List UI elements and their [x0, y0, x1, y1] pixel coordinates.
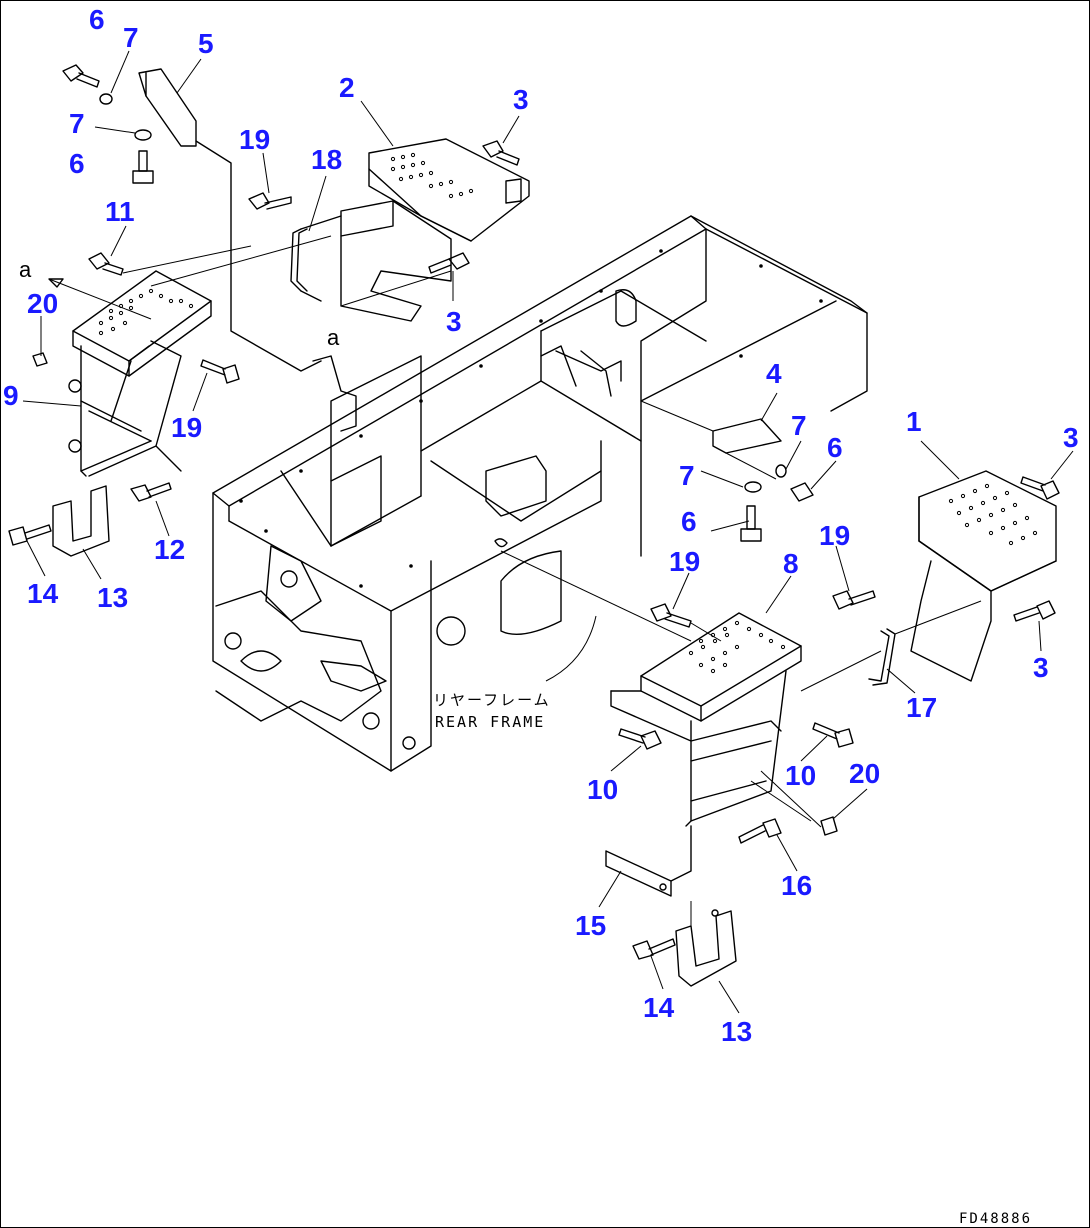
callout-13-left: 13 [97, 582, 128, 613]
part-15-stay [605, 825, 692, 897]
rear-frame [212, 215, 868, 772]
callout-3-top: 3 [513, 84, 529, 115]
part-10-bolt-right [812, 722, 854, 748]
part-9-hole-pattern [98, 288, 194, 336]
callout-2: 2 [339, 72, 355, 103]
part-1-step [910, 470, 1057, 682]
callout-labels: 6 7 5 7 6 2 3 19 18 11 20 9 19 3 12 14 1… [3, 4, 1079, 1047]
callout-19-right: 19 [819, 520, 850, 551]
callout-7-top: 7 [123, 22, 139, 53]
part-2-step [340, 138, 530, 322]
part-12-bolt [130, 482, 172, 502]
callout-3-right-top: 3 [1063, 422, 1079, 453]
callout-7-mid: 7 [69, 108, 85, 139]
callout-7-center-top: 7 [791, 410, 807, 441]
part-4-bracket [640, 400, 782, 480]
callout-13-right: 13 [721, 1016, 752, 1047]
callout-18: 18 [311, 144, 342, 175]
part-14-bolt-right [632, 938, 676, 960]
part-7-washer-center [744, 464, 787, 493]
part-11-bolt [88, 245, 252, 276]
part-18-handrail [290, 215, 342, 302]
callout-10-right: 10 [785, 760, 816, 791]
part-2-hole-pattern [390, 152, 474, 199]
part-13-bracket-right [675, 901, 737, 987]
part-20-nut-right [760, 770, 838, 836]
drawing-code: FD48886 [959, 1211, 1032, 1227]
callout-10-left: 10 [587, 774, 618, 805]
frame-label-english: REAR FRAME [435, 713, 545, 731]
callout-5: 5 [198, 28, 214, 59]
part-19-bolt-center [650, 603, 722, 642]
part-14-bolt-left [8, 524, 52, 546]
callout-20-right: 20 [849, 758, 880, 789]
callout-15: 15 [575, 910, 606, 941]
part-19-bolt-upper [248, 192, 292, 210]
callout-14-left: 14 [27, 578, 59, 609]
callout-16: 16 [781, 870, 812, 901]
callout-19-top: 19 [239, 124, 270, 155]
part-17-handrail [868, 600, 982, 686]
callout-6-center: 6 [681, 506, 697, 537]
part-5-bracket [138, 68, 322, 372]
part-6-bolt-upper [62, 64, 100, 88]
part-16-bolt [738, 818, 782, 844]
part-19-bolt-right [832, 590, 876, 610]
part-10-bolt-left [618, 728, 662, 750]
frame-label-japanese: リヤーフレーム [433, 691, 551, 709]
callout-19-left: 19 [171, 412, 202, 443]
part-3-bolt-right-lower [1013, 600, 1056, 622]
part-8-hole-pattern [688, 620, 786, 674]
callout-3-mid: 3 [446, 306, 462, 337]
callout-11: 11 [105, 196, 135, 227]
callout-1: 1 [906, 406, 922, 437]
callout-8: 8 [783, 548, 799, 579]
callout-20-left: 20 [27, 288, 58, 319]
part-3-bolt-mid [428, 252, 470, 274]
assembly-lines [150, 235, 882, 822]
view-mark-a-frame: a [327, 325, 340, 350]
part-8-step-assembly [610, 612, 802, 827]
part-19-bolt-left [200, 359, 240, 384]
callout-6-top: 6 [89, 4, 105, 35]
part-6-bolt-lower [132, 150, 154, 184]
callout-6-center-top: 6 [827, 432, 843, 463]
part-13-bracket-left [52, 485, 110, 557]
callout-9: 9 [3, 380, 19, 411]
view-arrow-a [48, 278, 152, 320]
callout-4: 4 [766, 358, 782, 389]
part-9-step-assembly [68, 270, 212, 477]
callout-3-right-lower: 3 [1033, 652, 1049, 683]
callout-12: 12 [154, 534, 185, 565]
view-mark-a-left: a [19, 257, 32, 282]
part-3-bolt-right-upper [1020, 476, 1060, 500]
callout-17: 17 [906, 692, 937, 723]
callout-7-center: 7 [679, 460, 695, 491]
part-20-nut-left [32, 352, 48, 367]
callout-6-mid: 6 [69, 148, 85, 179]
part-1-hole-pattern [948, 483, 1038, 546]
part-3-bolt-upper [482, 140, 520, 166]
callout-19-center: 19 [669, 546, 700, 577]
callout-leaders [22, 50, 1074, 1014]
callout-14-right: 14 [643, 992, 675, 1023]
part-7-washer-upper [99, 93, 152, 141]
